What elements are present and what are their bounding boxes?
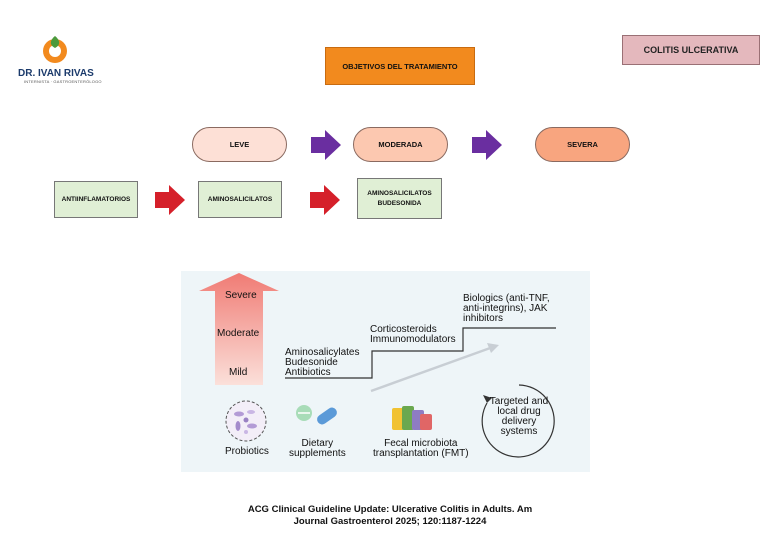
arrow-right-icon bbox=[155, 185, 185, 215]
severity-up-arrow-icon bbox=[199, 273, 279, 385]
severity-mild: LEVE bbox=[192, 127, 287, 162]
dietary-supplements-icon bbox=[296, 405, 337, 425]
treatment-antiinflammatory-label: ANTIINFLAMATORIOS bbox=[61, 196, 131, 203]
treatment-aminosalicylates-budesonide: AMINOSALICILATOS BUDESONIDA bbox=[357, 178, 442, 219]
severity-severe: SEVERA bbox=[535, 127, 630, 162]
treatment-goals-title: OBJETIVOS DEL TRATAMIENTO bbox=[325, 47, 475, 85]
step-1-text: Aminosalicylates Budesonide Antibiotics bbox=[285, 347, 360, 378]
fecal-microbiota-icon bbox=[392, 406, 432, 430]
citation-line-1: ACG Clinical Guideline Update: Ulcerativ… bbox=[247, 504, 533, 515]
treatment-antiinflammatory: ANTIINFLAMATORIOS bbox=[54, 181, 138, 218]
dietary-supplements-label: Dietary supplements bbox=[289, 438, 346, 459]
logo-name: DR. IVAN RIVAS bbox=[18, 68, 94, 79]
probiotics-label: Probiotics bbox=[225, 446, 269, 457]
treatment-ladder-figure: Severe Moderate Mild Aminosalicylates Bu… bbox=[181, 271, 590, 472]
cycle-arrows-icon bbox=[481, 384, 555, 458]
fmt-label: Fecal microbiota transplantation (FMT) bbox=[373, 438, 469, 459]
logo: DR. IVAN RIVAS INTERNISTA · GASTROENTERÓ… bbox=[18, 34, 102, 84]
probiotics-icon bbox=[225, 400, 267, 442]
citation: ACG Clinical Guideline Update: Ulcerativ… bbox=[180, 504, 600, 528]
logo-icon bbox=[43, 36, 67, 63]
topic-tag: COLITIS ULCERATIVA bbox=[622, 35, 760, 65]
severity-mild-label: LEVE bbox=[229, 140, 250, 149]
arrow-right-icon bbox=[311, 130, 341, 160]
topic-tag-label: COLITIS ULCERATIVA bbox=[643, 45, 739, 55]
step-3-text: Biologics (anti-TNF, anti-integrins), JA… bbox=[463, 293, 550, 324]
severity-label-severe: Severe bbox=[225, 290, 257, 301]
treatment-steps bbox=[285, 327, 556, 393]
severity-severe-label: SEVERA bbox=[567, 140, 598, 149]
treatment-goals-label: OBJETIVOS DEL TRATAMIENTO bbox=[342, 61, 458, 71]
treatment-aminosalicylates: AMINOSALICILATOS bbox=[198, 181, 282, 218]
step-2-text: Corticosteroids Immunomodulators bbox=[370, 324, 456, 345]
logo-subtitle: INTERNISTA · GASTROENTERÓLOGO bbox=[24, 79, 102, 84]
severity-label-mild: Mild bbox=[229, 367, 248, 378]
treatment-aminosalicylates-label: AMINOSALICILATOS bbox=[207, 196, 273, 203]
targeted-delivery-label: Targeted and local drug delivery systems bbox=[489, 396, 549, 437]
severity-moderate: MODERADA bbox=[353, 127, 448, 162]
arrow-right-icon bbox=[310, 185, 340, 215]
severity-moderate-label: MODERADA bbox=[378, 140, 423, 149]
citation-line-2: Journal Gastroenterol 2025; 120:1187-122… bbox=[293, 516, 487, 527]
severity-label-moderate: Moderate bbox=[217, 328, 260, 339]
treatment-aminosalicylates-budesonide-label: AMINOSALICILATOS BUDESONIDA bbox=[367, 189, 432, 207]
arrow-right-icon bbox=[472, 130, 502, 160]
